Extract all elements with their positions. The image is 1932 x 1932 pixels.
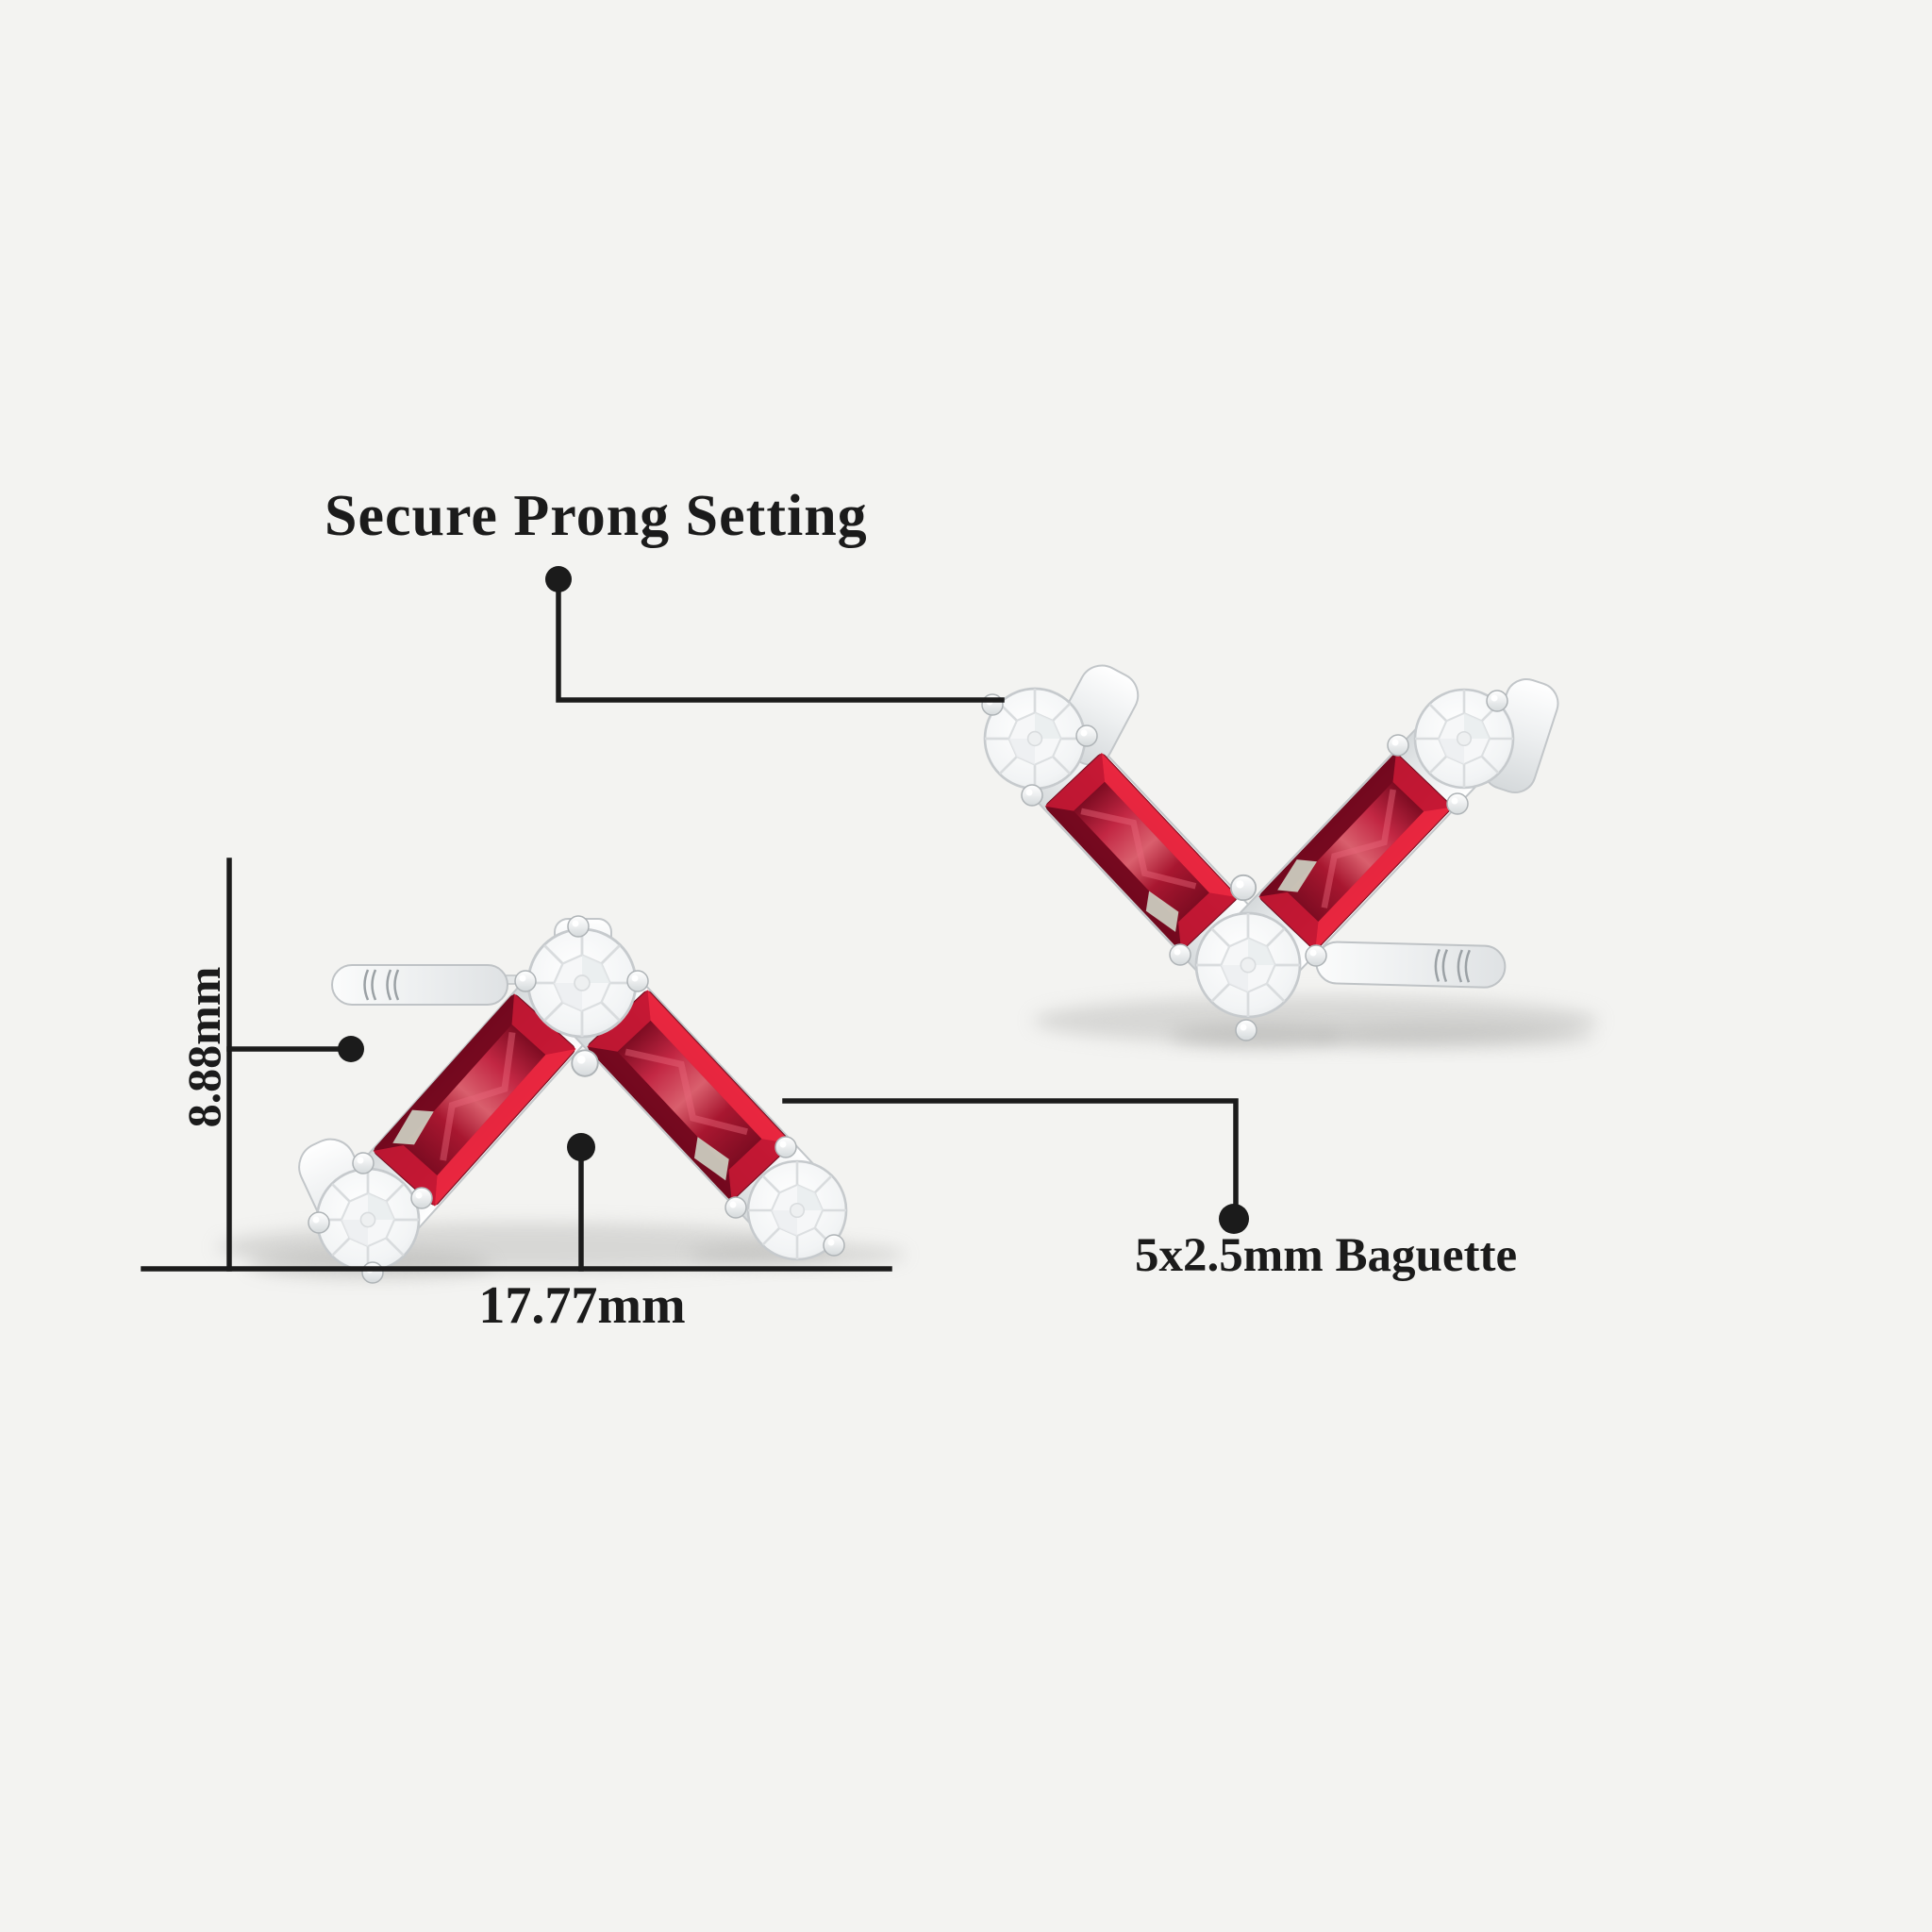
left-earring-back-bar (331, 964, 508, 1006)
post-grooves (363, 969, 400, 1001)
height-leader-dot (338, 1036, 364, 1062)
prong-bead (1075, 724, 1098, 747)
prong-bead (626, 970, 649, 992)
left-earring (217, 915, 906, 1284)
width-dimension-label: 17.77mm (478, 1276, 686, 1335)
prong-setting-leader-dot (545, 566, 572, 592)
prong-bead (774, 1136, 797, 1158)
prong-bead (1305, 944, 1327, 967)
prong-bead (571, 1049, 599, 1077)
prong-bead (724, 1196, 747, 1219)
prong-bead (514, 970, 537, 992)
prong-bead (1021, 784, 1043, 807)
left-earring-left-ruby-baguette (373, 993, 575, 1206)
prong-bead (1235, 1019, 1257, 1041)
prong-bead (567, 915, 590, 938)
height-dimension-label: 8.88mm (177, 966, 230, 1128)
width-leader-dot (567, 1133, 595, 1161)
prong-bead (1387, 734, 1409, 757)
baguette-size-label: 5x2.5mm Baguette (1135, 1229, 1518, 1282)
prong-bead (361, 1261, 384, 1284)
prong-bead (410, 1187, 433, 1209)
right-earring-post-bar (1315, 941, 1507, 989)
right-earring-bottom-diamond (1194, 911, 1302, 1019)
prong-bead (1486, 690, 1508, 712)
prong-bead (823, 1234, 845, 1257)
baguette-leader-dot (1219, 1204, 1249, 1234)
right-earring-shadow-dark (1311, 1024, 1594, 1048)
prong-bead (1229, 874, 1257, 902)
baguette-leader-line (782, 1098, 1239, 1208)
left-earring-apex-diamond (526, 927, 638, 1039)
prong-setting-leader-line (556, 584, 1005, 703)
post-grooves (1434, 948, 1471, 983)
prong-bead (1169, 943, 1191, 966)
right-earring-left-ruby-baguette (1045, 753, 1239, 951)
right-earring (981, 664, 1599, 1048)
prong-bead (1446, 792, 1469, 815)
prong-bead (352, 1152, 375, 1174)
prong-bead (308, 1211, 330, 1234)
annotation-dots (338, 566, 1249, 1234)
left-earring-bottom-left-diamond (315, 1167, 421, 1273)
annotation-lines (141, 584, 1239, 1272)
right-earring-right-ruby-baguette (1258, 753, 1452, 950)
secure-prong-setting-label: Secure Prong Setting (325, 484, 868, 548)
